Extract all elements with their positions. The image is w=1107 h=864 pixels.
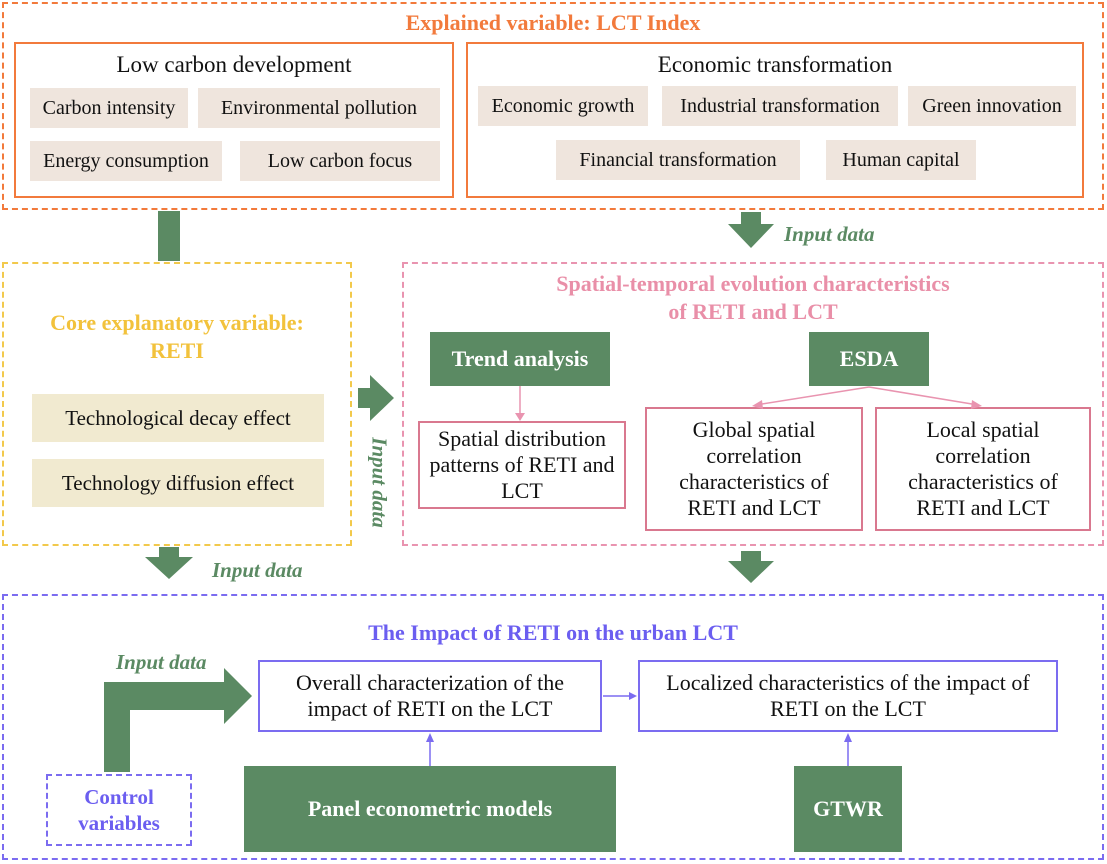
l-shaped-arrow-icon bbox=[104, 668, 252, 772]
spatial-distribution-box: Spatial distribution patterns of RETI an… bbox=[418, 421, 626, 509]
chip-human-capital: Human capital bbox=[826, 140, 976, 180]
chip-technological-decay: Technological decay effect bbox=[32, 394, 324, 442]
esda-box: ESDA bbox=[809, 332, 929, 386]
trend-analysis-box: Trend analysis bbox=[430, 332, 610, 386]
spatial-title-line1: Spatial-temporal evolution characteristi… bbox=[556, 271, 950, 296]
chip-financial-transformation: Financial transformation bbox=[556, 140, 800, 180]
economic-transformation-box bbox=[466, 42, 1084, 198]
economic-heading: Economic transformation bbox=[657, 52, 893, 77]
esda-to-global-line bbox=[755, 386, 870, 406]
spatial-temporal-section bbox=[402, 262, 1104, 546]
right-arrow-icon bbox=[358, 375, 394, 421]
lct-index-section bbox=[2, 2, 1104, 210]
spatial-title-line2: of RETI and LCT bbox=[668, 299, 838, 324]
chip-carbon-intensity: Carbon intensity bbox=[30, 88, 188, 128]
low-carbon-development-box bbox=[14, 42, 454, 198]
down-arrow-icon bbox=[145, 547, 193, 579]
lct-index-title: Explained variable: LCT Index bbox=[405, 10, 701, 35]
esda-to-local-line bbox=[868, 386, 979, 406]
arrowhead-icon bbox=[844, 733, 852, 742]
impact-title: The Impact of RETI on the urban LCT bbox=[368, 620, 738, 645]
chip-green-innovation: Green innovation bbox=[908, 86, 1076, 126]
connector-bar-top-left bbox=[158, 211, 180, 261]
panel-models-box: Panel econometric models bbox=[244, 766, 616, 852]
localized-characteristics-box: Localized characteristics of the impact … bbox=[638, 660, 1058, 732]
arrowhead-icon bbox=[426, 733, 434, 742]
overall-characterization-box: Overall characterization of the impact o… bbox=[258, 660, 602, 732]
chip-environmental-pollution: Environmental pollution bbox=[198, 88, 440, 128]
arrowhead-icon bbox=[971, 400, 982, 409]
input-data-label-top: Input data bbox=[784, 222, 875, 246]
chip-economic-growth: Economic growth bbox=[478, 86, 648, 126]
chip-low-carbon-focus: Low carbon focus bbox=[240, 141, 440, 181]
arrowhead-icon bbox=[629, 692, 637, 700]
chip-technology-diffusion: Technology diffusion effect bbox=[32, 459, 324, 507]
down-arrow-icon bbox=[728, 212, 774, 248]
core-variable-title-line2: RETI bbox=[150, 338, 204, 363]
core-variable-section bbox=[2, 262, 352, 546]
arrowhead-icon bbox=[752, 400, 763, 409]
control-variables-box bbox=[46, 774, 192, 846]
gtwr-box: GTWR bbox=[794, 766, 902, 852]
control-variables-text: Control variables bbox=[78, 785, 160, 835]
chip-industrial-transformation: Industrial transformation bbox=[662, 86, 898, 126]
global-correlation-box: Global spatial correlation characteristi… bbox=[645, 407, 863, 531]
chip-energy-consumption: Energy consumption bbox=[30, 141, 222, 181]
arrowhead-icon bbox=[515, 413, 525, 421]
impact-section bbox=[2, 594, 1104, 860]
input-data-label-bottom: Input data bbox=[212, 558, 303, 582]
input-data-label-control: Input data bbox=[116, 650, 207, 674]
local-correlation-box: Local spatial correlation characteristic… bbox=[875, 407, 1091, 531]
low-carbon-heading: Low carbon development bbox=[116, 52, 352, 77]
core-variable-title-line1: Core explanatory variable: bbox=[50, 310, 304, 335]
down-arrow-icon bbox=[728, 551, 774, 583]
